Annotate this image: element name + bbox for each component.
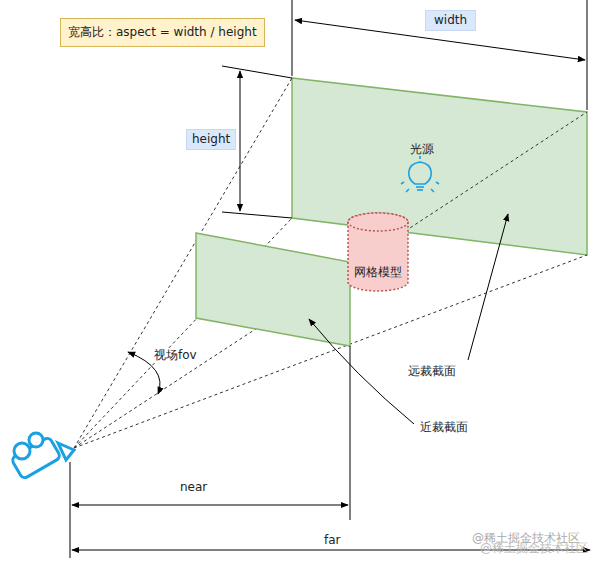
near-plane-leader [309, 319, 414, 424]
far-plane-leader [468, 214, 508, 360]
mesh-cylinder: 网格模型 [347, 212, 409, 292]
watermark: @稀土掘金技术社区 [478, 541, 590, 555]
callout-label: 近裁截面 [418, 420, 470, 434]
node-text: height [192, 132, 230, 147]
dimension-label: far [322, 533, 343, 547]
callout-label: 远裁截面 [406, 364, 458, 378]
node-text: 宽高比：aspect = width / height [68, 25, 257, 40]
camera-icon [11, 433, 74, 479]
dimension-tag: height [186, 129, 236, 150]
cylinder-outline [347, 212, 409, 292]
fov-label: 视场fov [152, 348, 199, 362]
near-plane [196, 233, 350, 346]
dimension-tag: width [425, 10, 476, 31]
dimension-label: near [178, 480, 209, 494]
light-label: 光源 [408, 142, 436, 156]
far-plane [292, 78, 587, 255]
width-dimension [292, 0, 587, 110]
frustum-lines [74, 78, 587, 448]
node-text: width [434, 13, 467, 28]
ratio-box: 宽高比：aspect = width / height [60, 18, 265, 47]
light-bulb-icon [401, 156, 439, 192]
depth-dimension [70, 346, 590, 558]
node-text: 网格模型 [347, 264, 409, 281]
